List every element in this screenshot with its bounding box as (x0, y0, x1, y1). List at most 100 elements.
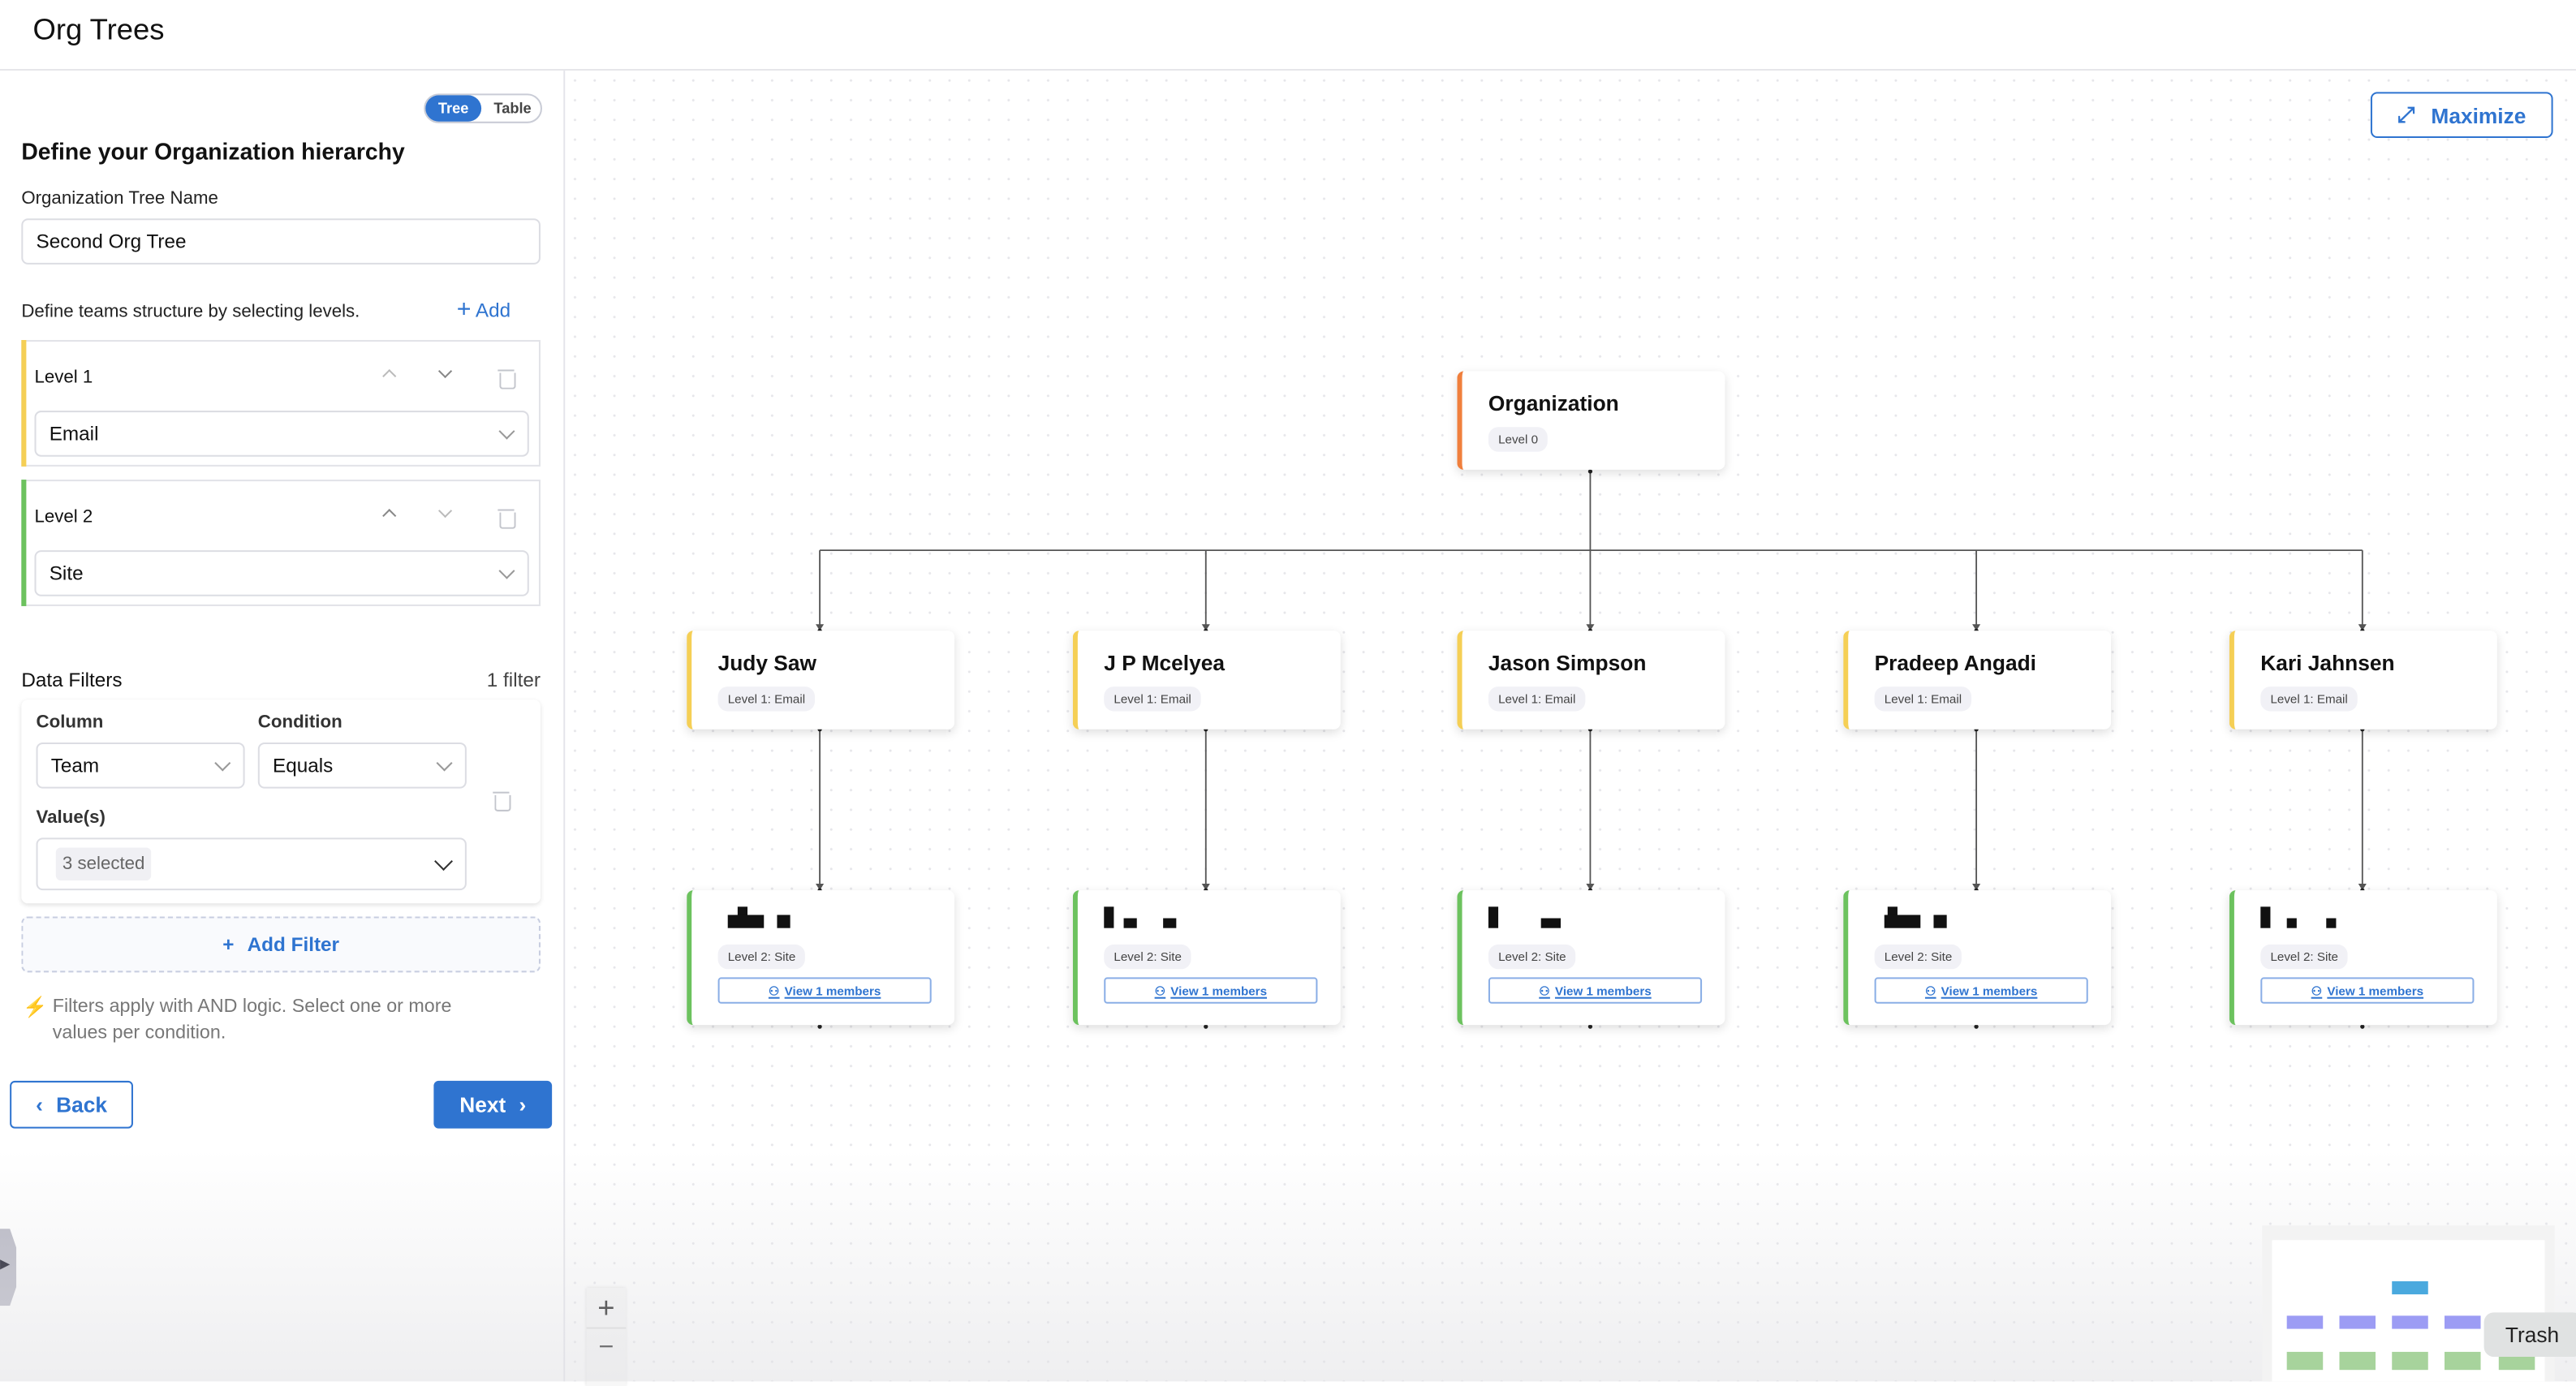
view-members-button[interactable]: ⚇View 1 members (1488, 977, 1703, 1004)
page-title: Org Trees (32, 13, 165, 46)
filter-count: 1 filter (486, 668, 541, 692)
filters-title: Data Filters (21, 668, 123, 692)
tree-name-value: Second Org Tree (36, 230, 187, 253)
node-title: Organization (1488, 390, 1619, 416)
levels-hint: Define teams structure by selecting leve… (21, 302, 360, 322)
chevron-right-icon: › (519, 1092, 527, 1117)
chevron-left-icon: ‹ (36, 1092, 43, 1117)
level2-node[interactable]: Level 2: Site⚇View 1 members (687, 890, 955, 1026)
handle-dot (2360, 1024, 2365, 1029)
redacted-name (1488, 906, 1587, 929)
add-filter-label: Add Filter (247, 932, 339, 957)
trash-icon[interactable] (498, 369, 516, 390)
minimap-root (2392, 1281, 2428, 1295)
arrow-head (2358, 624, 2367, 631)
handle-dot (1587, 469, 1593, 474)
plus-icon: + (456, 295, 472, 324)
view-toggle[interactable]: Tree Table (424, 93, 542, 123)
minimap-level1 (2286, 1315, 2324, 1329)
add-label: Add (475, 299, 511, 322)
maximize-button[interactable]: ⤢Maximize (2370, 92, 2553, 139)
chevron-down-icon (214, 755, 231, 772)
chevron-down-icon (436, 755, 453, 772)
redacted-name (1104, 906, 1202, 929)
column-select[interactable]: Team (36, 742, 245, 789)
column-value: Team (50, 754, 100, 777)
minimap[interactable] (2262, 1225, 2555, 1382)
condition-select[interactable]: Equals (257, 742, 467, 789)
level-select[interactable]: Site (34, 550, 529, 596)
trash-tooltip: Trash (2483, 1312, 2576, 1357)
move-up-icon[interactable] (382, 509, 397, 523)
level-badge: Level 2: Site (1488, 944, 1576, 970)
level-badge: Level 1: Email (1488, 687, 1586, 712)
users-icon: ⚇ (1924, 983, 1936, 998)
view-members-label: View 1 members (784, 983, 881, 998)
users-icon: ⚇ (2311, 983, 2323, 998)
values-chip: 3 selected (55, 847, 152, 880)
toggle-table[interactable]: Table (493, 100, 532, 117)
play-icon: ▶ (0, 1256, 11, 1272)
level2-node[interactable]: Level 2: Site ⚇View 1 members (2229, 890, 2497, 1026)
add-filter-button[interactable]: +Add Filter (21, 916, 541, 973)
level-select[interactable]: Email (34, 411, 529, 457)
app-header: Org Trees (0, 0, 2576, 71)
handle-dot (817, 1024, 822, 1029)
add-level-button[interactable]: + Add (457, 297, 511, 322)
move-down-icon[interactable] (437, 364, 453, 379)
zoom-in-button[interactable]: + (586, 1288, 627, 1329)
node-title: Judy Saw (717, 650, 816, 675)
level2-node[interactable]: Level 2: Site⚇View 1 members (1843, 890, 2112, 1026)
next-button[interactable]: Next› (433, 1080, 553, 1129)
tree-name-input[interactable]: Second Org Tree (21, 218, 541, 265)
filter-card: Column Condition Team Equals Value(s) 3 … (21, 699, 541, 904)
move-down-icon[interactable] (437, 503, 453, 519)
condition-label: Condition (257, 712, 342, 733)
level-badge: Level 1: Email (1104, 687, 1201, 712)
node-title: Pradeep Angadi (1874, 650, 2036, 675)
condition-value: Equals (273, 754, 334, 777)
level-badge: Level 2: Site (2260, 944, 2349, 970)
view-members-label: View 1 members (1170, 983, 1268, 998)
view-members-button[interactable]: ⚇View 1 members (717, 977, 932, 1004)
chevron-down-icon (498, 562, 515, 579)
back-button[interactable]: ‹Back (10, 1080, 133, 1129)
arrow-head (816, 624, 825, 631)
redacted-name (2260, 906, 2358, 929)
trash-icon[interactable] (498, 509, 516, 529)
level-badge: Level 1: Email (2260, 687, 2358, 712)
level2-node[interactable]: Level 2: Site⚇View 1 members (1072, 890, 1341, 1026)
level-badge: Level 0 (1488, 427, 1549, 452)
level2-node[interactable]: Level 2: Site ⚇View 1 members (1457, 890, 1725, 1026)
minimap-level1 (2392, 1315, 2428, 1329)
tree-edges (816, 469, 2367, 1029)
node-title: Kari Jahnsen (2260, 650, 2395, 675)
view-members-button[interactable]: ⚇View 1 members (1104, 977, 1318, 1004)
maximize-label: Maximize (2431, 102, 2526, 127)
handle-dot (1974, 1024, 1979, 1029)
level-badge: Level 1: Email (717, 687, 816, 712)
values-select[interactable]: 3 selected (36, 837, 467, 891)
zoom-out-button[interactable]: − (598, 1333, 614, 1362)
toggle-tree[interactable]: Tree (425, 95, 482, 122)
view-members-button[interactable]: ⚇View 1 members (1874, 977, 2088, 1004)
minimap-level2 (2339, 1351, 2376, 1371)
delete-filter-icon[interactable] (493, 791, 511, 811)
section-heading: Define your Organization hierarchy (21, 138, 405, 165)
level-card-2: Level 2 Site (21, 480, 541, 606)
move-up-icon[interactable] (382, 368, 397, 384)
arrow-head (1201, 884, 1210, 891)
users-icon: ⚇ (1539, 983, 1550, 998)
level-name: Level 2 (34, 507, 93, 527)
view-members-button[interactable]: ⚇View 1 members (2260, 977, 2475, 1004)
minimap-level2 (2392, 1351, 2428, 1371)
level-name: Level 1 (34, 368, 93, 388)
redacted-name (718, 906, 816, 929)
